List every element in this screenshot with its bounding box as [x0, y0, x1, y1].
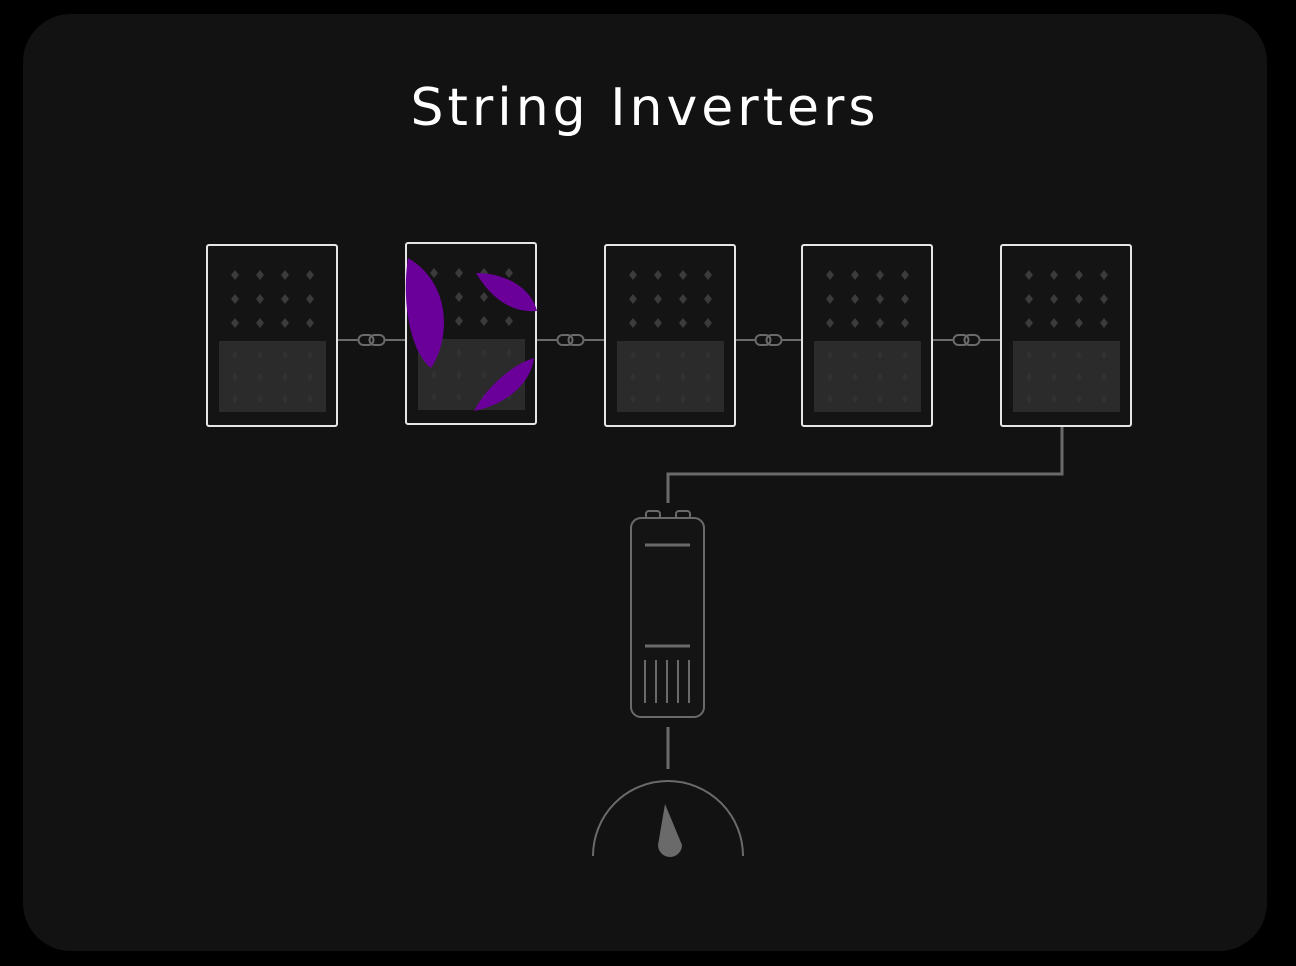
- string-wire: [666, 427, 1064, 503]
- solar-panel-5: [1000, 244, 1132, 427]
- solar-panel-2: [405, 242, 537, 425]
- page-title: String Inverters: [410, 78, 880, 138]
- chain-link-icon: [933, 334, 1000, 346]
- gauge-meter-icon: [592, 780, 744, 857]
- inverter-icon: [630, 510, 705, 718]
- panel-connectors: [338, 334, 1000, 346]
- leaf-icon: [405, 258, 537, 411]
- chain-link-icon: [736, 334, 801, 346]
- panels-row: [206, 242, 1132, 427]
- solar-panel-1: [206, 244, 338, 427]
- chain-link-icon: [338, 334, 405, 346]
- solar-panel-4: [801, 244, 933, 427]
- diagram-card: [23, 14, 1267, 951]
- chain-link-icon: [537, 334, 604, 346]
- solar-panel-3: [604, 244, 736, 427]
